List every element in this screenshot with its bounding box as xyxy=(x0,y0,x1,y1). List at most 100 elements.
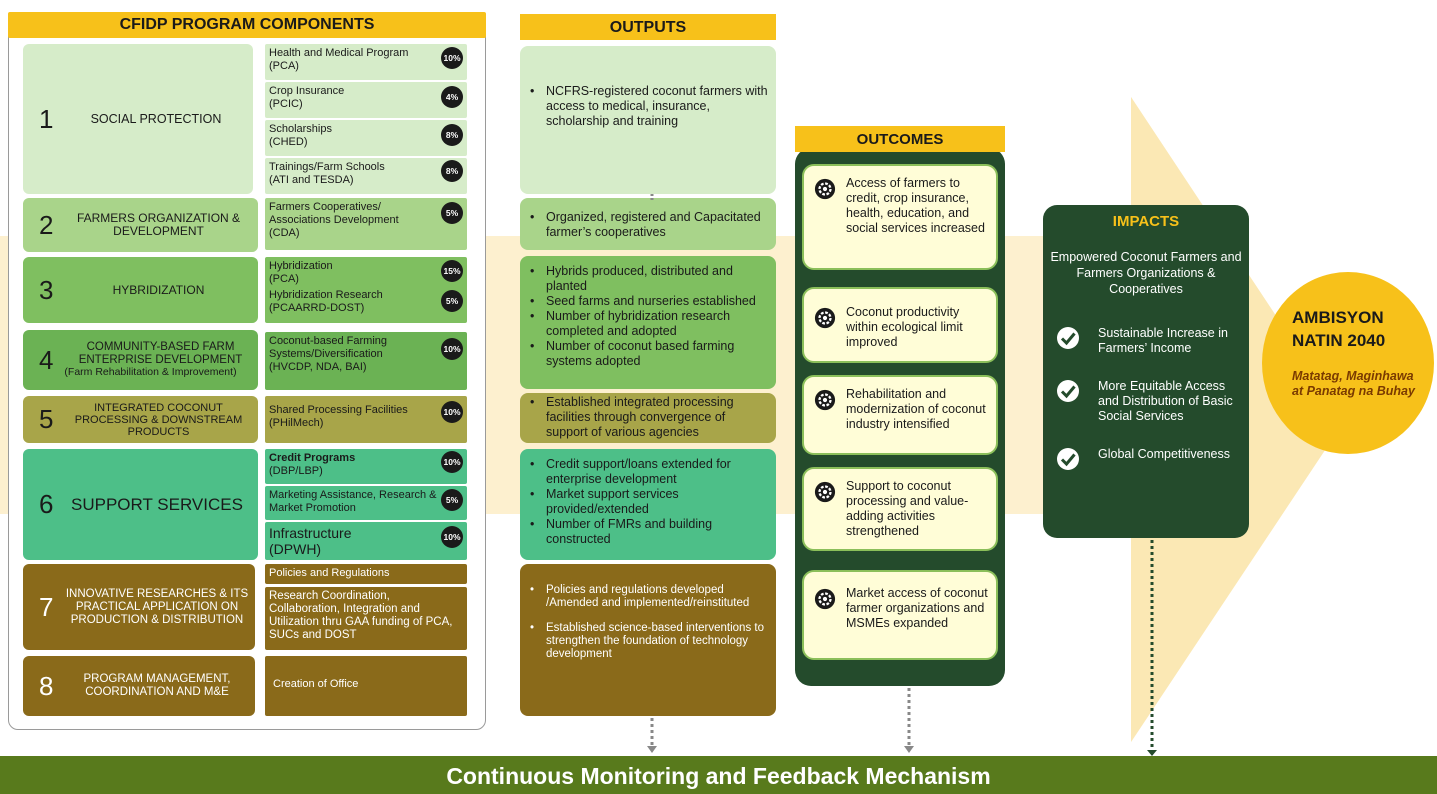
component-label: COMMUNITY-BASED FARM ENTERPRISE DEVELOPM… xyxy=(64,341,258,379)
component-number: 7 xyxy=(39,591,54,622)
outcome-box: Access of farmers to credit, crop insura… xyxy=(802,164,998,270)
impacts-intro: Empowered Coconut Farmers and Farmers Or… xyxy=(1050,250,1242,296)
output-box-1: NCFRS-registered coconut farmers with ac… xyxy=(520,46,776,194)
sub-program-name: Credit Programs xyxy=(269,452,356,464)
sub-program-name: Policies and Regulations xyxy=(269,567,390,579)
check-icon xyxy=(1057,380,1079,402)
percent-badge: 8% xyxy=(441,160,463,182)
component-label: INNOVATIVE RESEARCHES & ITS PRACTICAL AP… xyxy=(65,587,249,626)
component-label: HYBRIDIZATION xyxy=(112,282,205,297)
sub-program: Scholarships (CHED) 8% xyxy=(265,120,467,156)
component-label: INTEGRATED COCONUT PROCESSING & DOWNSTRE… xyxy=(74,401,243,438)
outputs-header: OUTPUTS xyxy=(520,14,776,40)
percent-badge: 5% xyxy=(441,290,463,312)
output-box-5: Credit support/loans extended for enterp… xyxy=(520,449,776,560)
check-icon xyxy=(1057,327,1079,349)
sub-program-agency: (HVCDP, NDA, BAI) xyxy=(269,361,367,373)
sub-program-agency: (ATI and TESDA) xyxy=(269,174,354,186)
percent-badge: 8% xyxy=(441,124,463,146)
impact-item: More Equitable Access and Distribution o… xyxy=(1056,379,1244,424)
outcome-box: Rehabilitation and modernization of coco… xyxy=(802,375,998,455)
outcome-text: Coconut productivity within ecological l… xyxy=(846,305,963,349)
impacts-panel xyxy=(1043,205,1249,538)
component-number: 6 xyxy=(39,489,54,519)
outcome-text: Market access of coconut farmer organiza… xyxy=(846,586,988,630)
outcome-text: Rehabilitation and modernization of coco… xyxy=(846,387,986,431)
outcome-box: Coconut productivity within ecological l… xyxy=(802,287,998,363)
sub-program: Marketing Assistance, Research & Market … xyxy=(265,486,467,520)
sub-program-name: Shared Processing Facilities xyxy=(269,404,408,416)
output-item: Established integrated processing facili… xyxy=(530,395,768,440)
gear-icon xyxy=(814,178,836,200)
outcome-box: Market access of coconut farmer organiza… xyxy=(802,570,998,660)
output-item: Policies and regulations developed /Amen… xyxy=(530,584,768,610)
output-box-2: Organized, registered and Capacitated fa… xyxy=(520,198,776,250)
sub-program-name: Creation of Office xyxy=(273,678,359,690)
sub-program: Creation of Office xyxy=(265,656,467,716)
component-4: 4 COMMUNITY-BASED FARM ENTERPRISE DEVELO… xyxy=(23,330,258,390)
sub-program-name: Health and Medical Program xyxy=(269,47,409,59)
sub-program: Crop Insurance (PCIC) 4% xyxy=(265,82,467,118)
sub-program: Hybridization (PCA) Hybridization Resear… xyxy=(265,257,467,323)
component-label-main: COMMUNITY-BASED FARM ENTERPRISE DEVELOPM… xyxy=(78,341,243,366)
outcome-text: Support to coconut processing and value-… xyxy=(846,479,969,538)
sub-program: Trainings/Farm Schools (ATI and TESDA) 8… xyxy=(265,158,467,194)
percent-badge: 10% xyxy=(441,526,463,548)
sub-program-agency: (CHED) xyxy=(269,136,308,148)
sub-program-name: Scholarships xyxy=(269,123,332,135)
component-number: 3 xyxy=(39,274,54,305)
component-3: 3 HYBRIDIZATION xyxy=(23,257,258,323)
sub-program-agency: (PCA) xyxy=(269,60,299,72)
component-label-sub: (Farm Rehabilitation & Improvement) xyxy=(64,366,237,379)
percent-badge: 10% xyxy=(441,451,463,473)
component-2: 2 FARMERS ORGANIZATION & DEVELOPMENT xyxy=(23,198,258,252)
sub-program: Shared Processing Facilities (PHilMech) … xyxy=(265,396,467,443)
component-label: SOCIAL PROTECTION xyxy=(90,111,222,126)
output-item: Seed farms and nurseries established xyxy=(530,294,768,309)
sub-program-agency: (PHilMech) xyxy=(269,417,324,429)
gear-icon xyxy=(814,481,836,503)
output-item: Number of FMRs and building constructed xyxy=(530,517,768,547)
percent-badge: 5% xyxy=(441,202,463,224)
output-box-4: Established integrated processing facili… xyxy=(520,393,776,443)
sub-program: Research Coordination, Collaboration, In… xyxy=(265,587,467,650)
component-label: FARMERS ORGANIZATION & DEVELOPMENT xyxy=(76,211,241,238)
impact-text: More Equitable Access and Distribution o… xyxy=(1098,379,1233,423)
outcomes-header: OUTCOMES xyxy=(795,126,1005,152)
ambisyon-circle xyxy=(1262,272,1434,454)
impact-text: Global Competitiveness xyxy=(1098,447,1231,461)
output-box-3: Hybrids produced, distributed and plante… xyxy=(520,256,776,389)
sub-program-name: Hybridization xyxy=(269,260,333,272)
footer-banner: Continuous Monitoring and Feedback Mecha… xyxy=(0,756,1437,794)
component-8: 8 PROGRAM MANAGEMENT, COORDINATION AND M… xyxy=(23,656,255,716)
percent-badge: 4% xyxy=(441,86,463,108)
components-header: CFIDP PROGRAM COMPONENTS xyxy=(8,12,486,38)
output-item: Credit support/loans extended for enterp… xyxy=(530,457,768,487)
sub-program: Farmers Cooperatives/ Associations Devel… xyxy=(265,198,467,250)
output-item: Number of hybridization research complet… xyxy=(530,309,768,339)
component-label: PROGRAM MANAGEMENT, COORDINATION AND M&E xyxy=(83,673,231,698)
output-box-6: Policies and regulations developed /Amen… xyxy=(520,564,776,716)
sub-program: Credit Programs (DBP/LBP) 10% xyxy=(265,449,467,484)
component-number: 4 xyxy=(39,344,54,375)
sub-program-agency: (PCAARRD-DOST) xyxy=(269,302,365,314)
sub-program: Infrastructure (DPWH) 10% xyxy=(265,522,467,560)
sub-program: Coconut-based Farming Systems/Diversific… xyxy=(265,332,467,390)
output-item: Market support services provided/extende… xyxy=(530,487,768,517)
sub-program-agency: (DPWH) xyxy=(269,541,322,557)
component-number: 1 xyxy=(39,103,54,134)
outcome-box: Support to coconut processing and value-… xyxy=(802,467,998,551)
sub-program-name: Farmers Cooperatives/ Associations Devel… xyxy=(269,201,399,226)
output-item: Number of coconut based farming systems … xyxy=(530,339,768,369)
gear-icon xyxy=(814,307,836,329)
component-6: 6 SUPPORT SERVICES xyxy=(23,449,258,560)
impact-item: Sustainable Increase in Farmers’ Income xyxy=(1056,326,1244,356)
component-label: SUPPORT SERVICES xyxy=(71,495,243,514)
impacts-header: IMPACTS xyxy=(1112,213,1180,230)
percent-badge: 5% xyxy=(441,489,463,511)
check-icon xyxy=(1057,448,1079,470)
sub-program-name: Infrastructure xyxy=(269,525,352,541)
gear-icon xyxy=(814,389,836,411)
impact-text: Sustainable Increase in Farmers’ Income xyxy=(1098,326,1228,355)
output-item: Hybrids produced, distributed and plante… xyxy=(530,264,768,294)
